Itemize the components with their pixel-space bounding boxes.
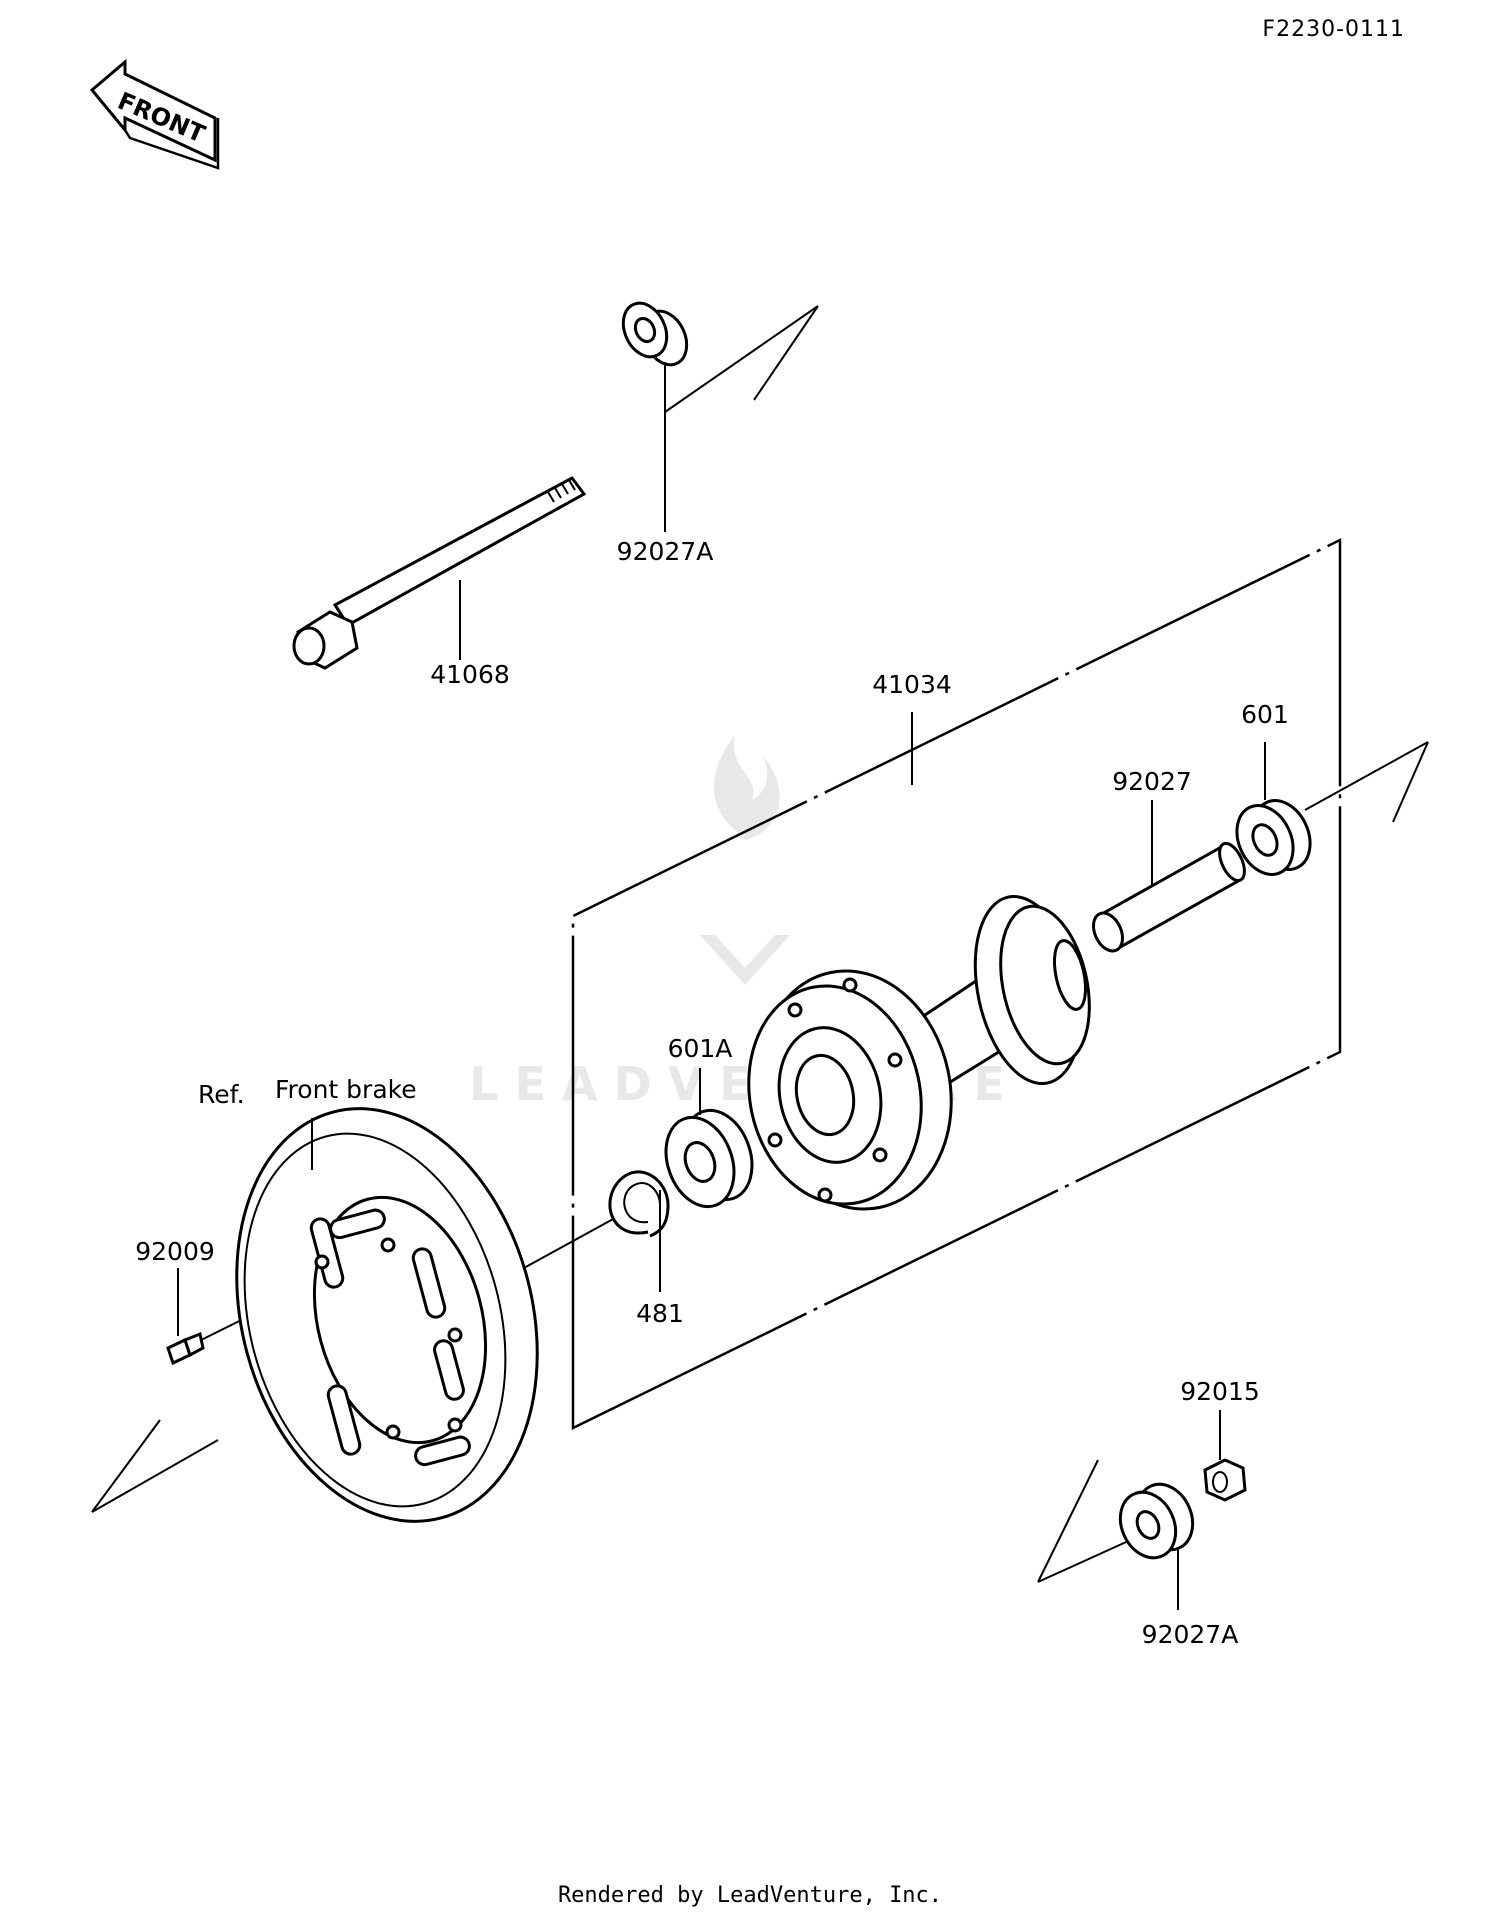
axis-line-top [664,305,819,413]
hub-assembly-outline [571,537,1342,1431]
hub [747,894,1091,1211]
axle-41068 [292,476,587,670]
part-label-601: 601 [1241,700,1289,729]
axis-line-bottom [1037,1537,1136,1583]
diagram-code: F2230-0111 [1262,17,1405,42]
spacer-92027a-bottom [1118,1482,1195,1560]
circlip-481 [608,1170,670,1238]
part-label-92027: 92027 [1112,767,1192,796]
part-label-41068: 41068 [430,660,510,689]
front-arrow-icon: FRONT [89,58,220,170]
axis-line-right [1304,741,1429,811]
axis-line-left [91,1439,219,1513]
part-label-92009: 92009 [135,1237,215,1266]
nut-92015 [1203,1458,1247,1502]
part-label-481: 481 [636,1299,684,1328]
reference-prefix: Ref. [198,1080,245,1109]
bearing-601 [1235,799,1312,876]
part-label-92015: 92015 [1180,1377,1260,1406]
bolt-92009 [166,1331,205,1366]
footer-credit: Rendered by LeadVenture, Inc. [558,1883,942,1908]
sleeve-92027 [1091,841,1246,953]
part-label-41034: 41034 [872,670,952,699]
brake-disc [235,1107,539,1523]
part-label-92027a-top: 92027A [617,537,714,566]
spacer-92027a-top [621,301,689,367]
bearing-601a [664,1108,754,1209]
reference-text: Front brake [275,1075,417,1104]
part-label-92027a-bottom: 92027A [1142,1620,1239,1649]
part-label-601a: 601A [668,1034,733,1063]
